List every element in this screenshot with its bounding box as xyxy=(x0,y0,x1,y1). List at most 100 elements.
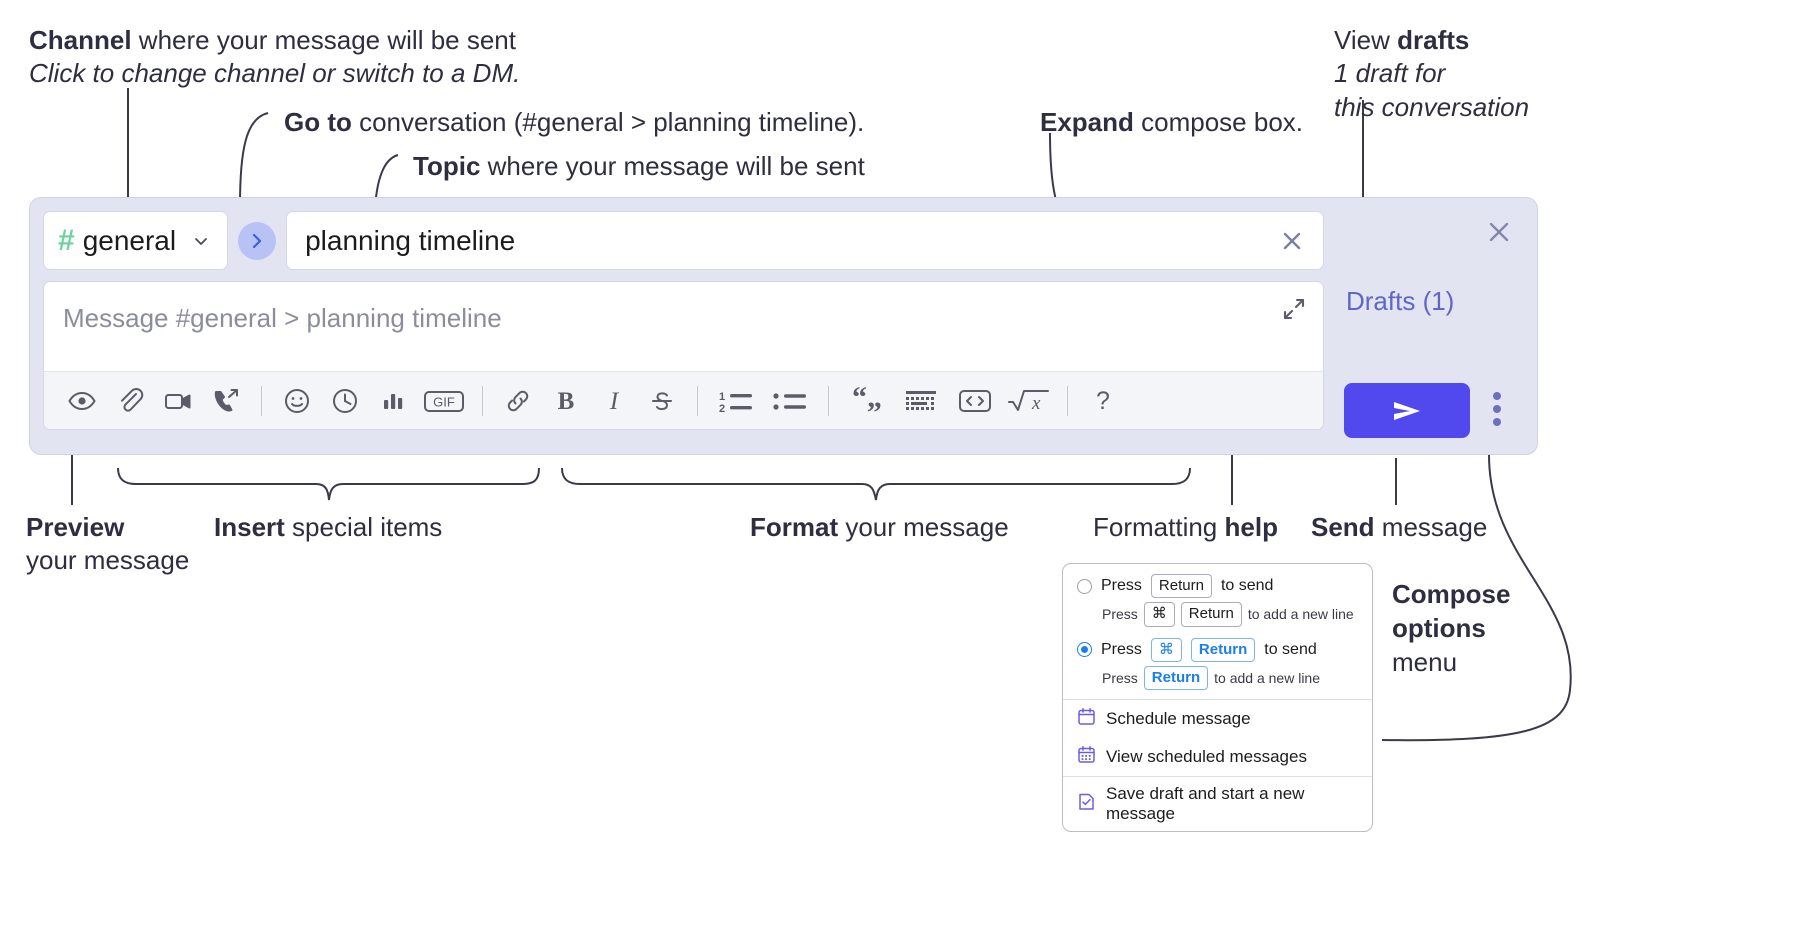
svg-text:I: I xyxy=(609,388,620,415)
emoji-icon[interactable] xyxy=(273,379,321,423)
svg-text:?: ? xyxy=(1096,387,1110,415)
message-composer: Message #general > planning timeline xyxy=(43,281,1324,430)
annotation-help-bold: help xyxy=(1224,512,1278,542)
gif-icon[interactable]: GIF xyxy=(417,379,471,423)
annotation-compose-options: Compose options menu xyxy=(1392,578,1510,679)
topic-value: planning timeline xyxy=(305,224,516,256)
send-option-2-row: Press ⌘ Return to send xyxy=(1077,637,1358,662)
option1-sub-pre: Press xyxy=(1102,606,1138,623)
annotation-compose-options-bold2: options xyxy=(1392,612,1486,643)
menu-item-schedule-message[interactable]: Schedule message xyxy=(1063,700,1372,738)
option1-pre: Press xyxy=(1101,577,1142,595)
poll-icon[interactable] xyxy=(369,379,417,423)
calendar-icon xyxy=(1077,707,1096,731)
svg-text:x: x xyxy=(1031,393,1041,414)
drafts-link[interactable]: Drafts (1) xyxy=(1346,286,1455,316)
annotation-drafts-pre: View xyxy=(1334,25,1398,55)
option2-sub-pre: Press xyxy=(1102,669,1138,686)
menu-item-save-draft[interactable]: Save draft and start a new message xyxy=(1063,777,1372,831)
help-icon[interactable]: ? xyxy=(1079,379,1127,423)
annotation-format: Format your message xyxy=(750,511,1009,544)
svg-text:1: 1 xyxy=(719,391,725,403)
annotation-channel-rest: where your message will be sent xyxy=(131,25,516,55)
option1-key-return: Return xyxy=(1150,574,1212,599)
option1-sub-key-return: Return xyxy=(1180,602,1242,627)
annotation-insert-bold: Insert xyxy=(214,512,285,542)
video-icon[interactable] xyxy=(154,379,202,423)
kebab-dot-2 xyxy=(1493,405,1501,413)
send-button[interactable] xyxy=(1344,383,1470,438)
link-icon[interactable] xyxy=(494,379,542,423)
annotation-goto-bold: Go to xyxy=(284,107,352,137)
channel-name-label: general xyxy=(82,224,177,256)
latex-icon[interactable]: x xyxy=(1002,379,1056,423)
clock-icon[interactable] xyxy=(321,379,369,423)
attachment-icon[interactable] xyxy=(106,379,154,423)
annotation-insert: Insert special items xyxy=(214,511,442,544)
save-draft-icon xyxy=(1077,792,1096,816)
annotation-goto-rest: conversation (#general > planning timeli… xyxy=(351,107,865,137)
preview-icon[interactable] xyxy=(58,379,106,423)
compose-right-rail: Drafts (1) xyxy=(1323,198,1537,454)
option2-sub-post: to add a new line xyxy=(1214,669,1320,686)
clear-topic-icon[interactable] xyxy=(1277,226,1307,256)
hash-icon: # xyxy=(58,223,75,257)
annotation-preview: Preview your message xyxy=(26,511,189,578)
menu-item-view-scheduled-label: View scheduled messages xyxy=(1106,747,1307,766)
message-input[interactable]: Message #general > planning timeline xyxy=(44,282,1323,371)
annotation-send-bold: Send xyxy=(1311,512,1375,542)
annotation-compose-options-rest: menu xyxy=(1392,646,1458,677)
blockquote-icon[interactable]: “„ xyxy=(840,379,894,423)
annotation-topic-rest: where your message will be sent xyxy=(480,151,865,181)
annotation-expand: Expand compose box. xyxy=(1040,106,1303,139)
message-placeholder: Message #general > planning timeline xyxy=(63,303,502,333)
italic-icon[interactable]: I xyxy=(590,379,638,423)
annotation-format-bold: Format xyxy=(750,512,839,542)
bold-icon[interactable]: B xyxy=(542,379,590,423)
annotation-insert-rest: special items xyxy=(284,512,443,542)
annotation-help: Formatting help xyxy=(1093,511,1278,544)
annotation-send-rest: message xyxy=(1374,512,1488,542)
send-option-1[interactable]: Press Return to send Press ⌘ Return to a… xyxy=(1063,564,1372,636)
compose-header-row: # general planning timeline xyxy=(43,211,1324,270)
annotation-format-rest: your message xyxy=(838,512,1009,542)
annotation-compose-options-bold1: Compose xyxy=(1392,579,1511,609)
bulleted-list-icon[interactable] xyxy=(763,379,817,423)
divider-3 xyxy=(697,385,698,416)
inline-code-icon[interactable] xyxy=(948,379,1002,423)
annotation-drafts-bold: drafts xyxy=(1397,25,1470,55)
option1-sub-post: to add a new line xyxy=(1247,606,1354,623)
goto-conversation-button[interactable] xyxy=(238,221,277,260)
radio-return-to-send[interactable] xyxy=(1077,578,1092,594)
annotation-expand-bold: Expand xyxy=(1040,107,1134,137)
annotation-help-pre: Formatting xyxy=(1093,512,1225,542)
radio-cmd-return-to-send[interactable] xyxy=(1077,642,1092,658)
svg-text:GIF: GIF xyxy=(433,394,455,409)
annotation-preview-rest: your message xyxy=(26,545,190,576)
annotation-drafts-italic2: this conversation xyxy=(1334,91,1530,122)
divider-5 xyxy=(1067,385,1068,416)
menu-item-schedule-message-label: Schedule message xyxy=(1106,709,1251,728)
svg-text:“„: “„ xyxy=(852,386,882,414)
compose-panel: # general planning timeline xyxy=(29,197,1538,455)
send-option-1-row: Press Return to send xyxy=(1077,574,1358,599)
send-option-2[interactable]: Press ⌘ Return to send Press Return to a… xyxy=(1063,636,1372,700)
code-block-icon[interactable] xyxy=(894,379,948,423)
channel-selector[interactable]: # general xyxy=(43,211,229,270)
option2-key-return: Return xyxy=(1190,637,1256,662)
option2-key-cmd: ⌘ xyxy=(1150,637,1182,662)
annotation-topic-bold: Topic xyxy=(413,151,481,181)
compose-options-button[interactable] xyxy=(1489,388,1505,430)
close-icon[interactable] xyxy=(1483,216,1515,248)
expand-compose-icon[interactable] xyxy=(1281,296,1307,322)
menu-item-view-scheduled[interactable]: View scheduled messages xyxy=(1063,738,1372,776)
kebab-dot-3 xyxy=(1493,418,1501,426)
topic-input[interactable]: planning timeline xyxy=(286,211,1324,270)
strikethrough-icon[interactable] xyxy=(638,379,686,423)
ordered-list-icon[interactable]: 1 2 xyxy=(709,379,763,423)
option2-sub-key-return: Return xyxy=(1143,665,1209,690)
call-forward-icon[interactable] xyxy=(202,379,250,423)
annotation-send: Send message xyxy=(1311,511,1487,544)
